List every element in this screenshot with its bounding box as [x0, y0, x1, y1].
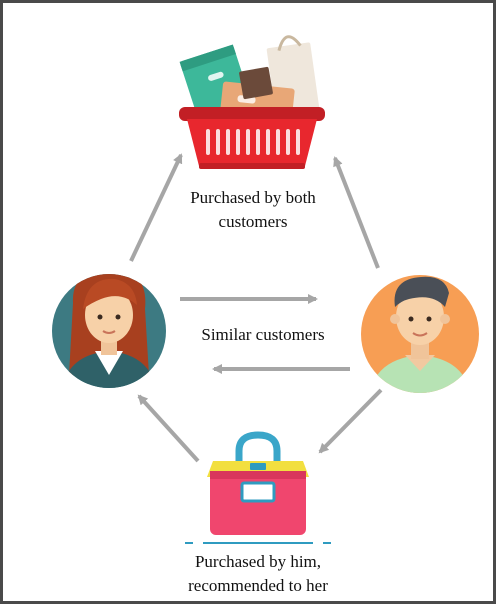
shopping-basket-icon [179, 35, 325, 169]
middle-label: Similar customers [201, 325, 325, 344]
shopping-bag-icon [185, 431, 331, 544]
bottom-label: Purchased by him, recommended to her [143, 550, 373, 598]
arrow-woman-to-basket [129, 153, 183, 262]
arrow-man-to-bag [318, 388, 383, 454]
top-label-line2: customers [218, 212, 288, 231]
top-label: Purchased by both customers [153, 186, 353, 234]
top-label-line1: Purchased by both [190, 188, 316, 207]
bottom-label-line2: recommended to her [188, 576, 328, 595]
woman-avatar-icon [52, 274, 166, 388]
man-avatar-icon [361, 275, 479, 393]
arrow-bag-to-woman [137, 394, 200, 463]
bottom-label-line1: Purchased by him, [194, 552, 322, 571]
recommendation-diagram [52, 35, 479, 544]
arrow-man-to-basket [333, 156, 380, 269]
